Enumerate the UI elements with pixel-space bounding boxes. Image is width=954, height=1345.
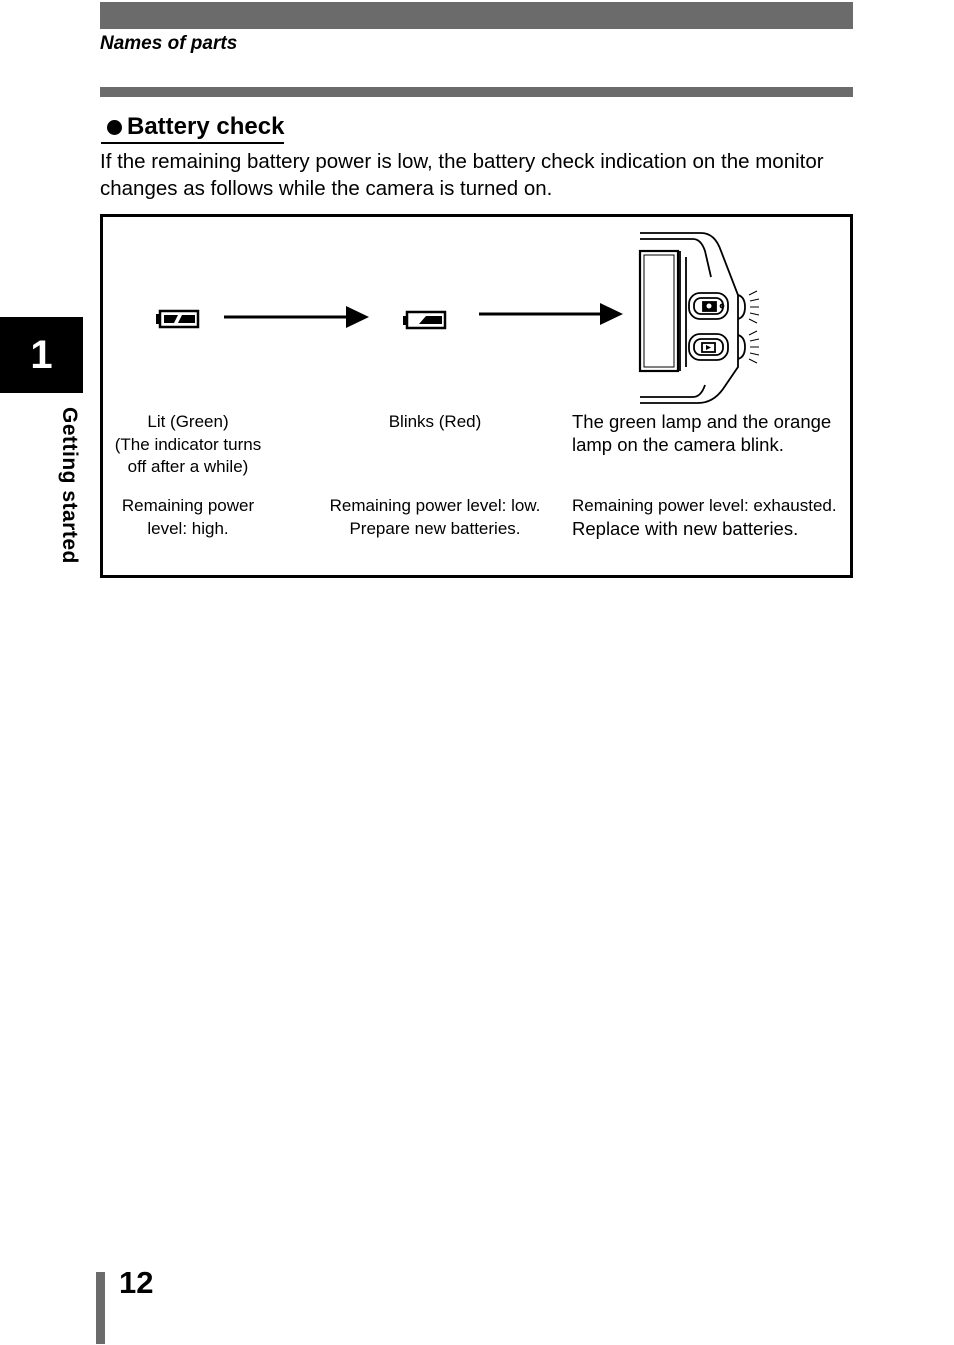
state-label-high: Lit (Green) (The indicator turns off aft… [103, 411, 273, 479]
intro-paragraph: If the remaining battery power is low, t… [100, 150, 824, 200]
level-label-exhausted: Remaining power level: exhausted. Replac… [572, 495, 847, 540]
arrow-right-icon [224, 306, 369, 328]
bullet-icon [107, 119, 122, 135]
battery-check-diagram: Lit (Green) (The indicator turns off aft… [100, 214, 853, 578]
level-text: Remaining power level: low. [329, 496, 541, 515]
header-title: Names of parts [100, 33, 238, 54]
page-number-bar [96, 1272, 105, 1344]
chapter-number: 1 [30, 333, 53, 377]
battery-full-icon [156, 309, 200, 329]
arrow-right-icon-2 [479, 303, 623, 325]
level-text: Remaining power [121, 496, 255, 515]
level-label-high: Remaining power level: high. [103, 495, 273, 540]
level-label-low: Remaining power level: low. Prepare new … [315, 495, 555, 540]
section-heading-text: Battery check [127, 113, 285, 140]
header-divider-bar [100, 87, 853, 97]
chapter-tab [0, 317, 83, 393]
level-text: level: high. [147, 518, 229, 538]
battery-low-icon [403, 310, 447, 330]
level-text: Replace with new batteries. [572, 517, 799, 539]
diagram-graphics [156, 232, 760, 404]
state-text: Lit (Green) [147, 412, 229, 431]
state-text: lamp on the camera blink. [572, 434, 784, 455]
state-text: (The indicator turns [114, 434, 262, 454]
top-header-bar [100, 2, 853, 29]
state-text: off after a while) [127, 457, 249, 476]
camera-back-lamps-icon [638, 232, 746, 404]
state-text: Blinks (Red) [388, 412, 482, 431]
state-text: The green lamp and the orange [572, 411, 832, 432]
page-number: 12 [119, 1265, 154, 1300]
lamp-blink-rays [748, 290, 760, 364]
chapter-label: Getting started [58, 407, 81, 564]
level-text: Prepare new batteries. [349, 518, 521, 538]
state-label-low: Blinks (Red) [315, 411, 555, 434]
state-label-exhausted: The green lamp and the orange lamp on th… [572, 410, 847, 456]
level-text: Remaining power level: exhausted. [572, 496, 837, 515]
section-heading: Battery check [101, 113, 285, 144]
